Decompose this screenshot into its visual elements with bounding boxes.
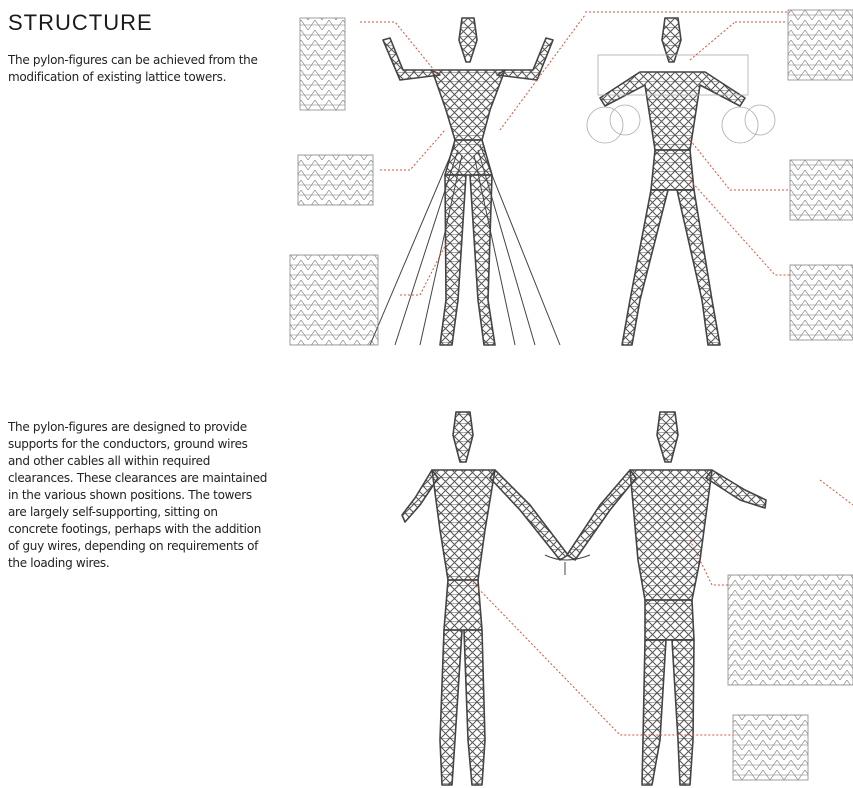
intro-paragraph: The pylon-figures can be achieved from t… — [8, 53, 258, 84]
pylon-figure-arms-wide — [599, 17, 746, 346]
pylon-figure-guyed — [369, 17, 561, 346]
design-paragraph: The pylon-figures are designed to provid… — [8, 420, 268, 570]
hand-wire — [544, 554, 591, 575]
section-title: STRUCTURE — [8, 10, 153, 35]
leader-lines — [360, 11, 853, 736]
pylon-figure-male-holding-hands — [566, 411, 767, 786]
pylon-figure-female-holding-hands — [401, 411, 569, 786]
technical-drawings — [289, 9, 853, 781]
